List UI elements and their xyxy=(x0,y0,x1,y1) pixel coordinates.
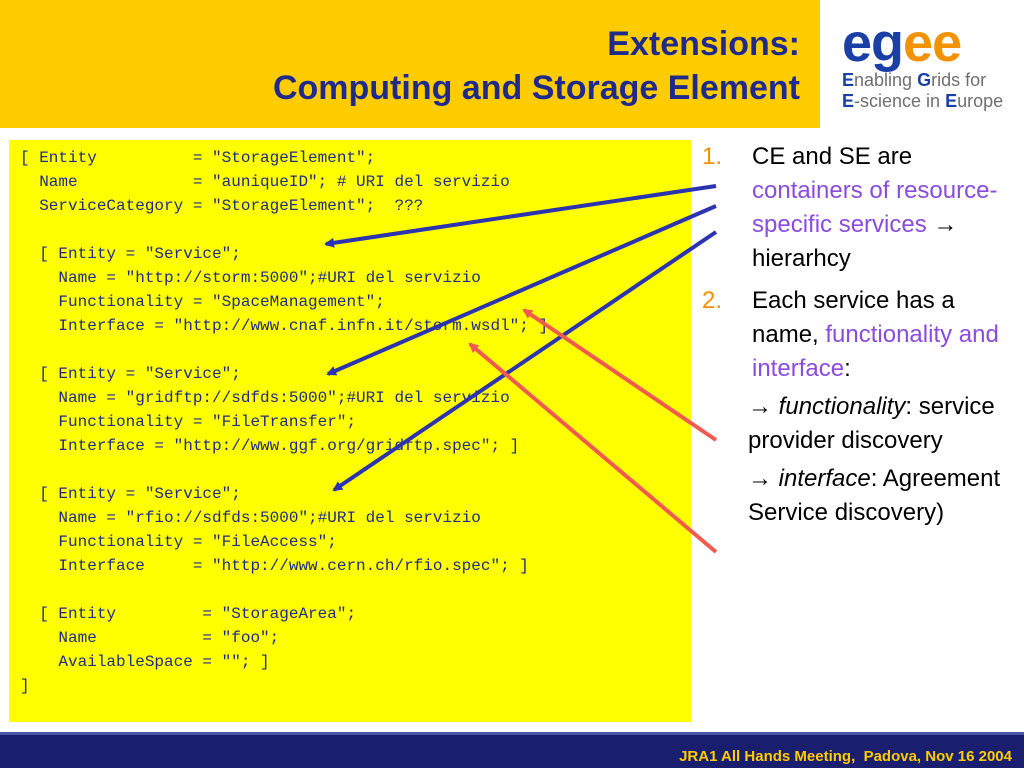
code-line xyxy=(20,218,548,242)
code-line: Interface = "http://www.ggf.org/gridftp.… xyxy=(20,437,520,455)
sub-bullet-text: : service provider discovery xyxy=(748,393,995,454)
tagline-segment: G xyxy=(917,70,932,90)
code-line: Functionality = "SpaceManagement"; xyxy=(20,293,385,311)
footer-text: JRA1 All Hands Meeting, Padova, Nov 16 2… xyxy=(679,748,1012,765)
code-line xyxy=(20,338,548,362)
bullet-list: 1. CE and SE are containers of resource-… xyxy=(700,140,1010,530)
code-line: [ Entity = "Service"; xyxy=(20,365,241,383)
bullet-highlight: containers of resource-specific services xyxy=(752,177,998,238)
code-line: Functionality = "FileTransfer"; xyxy=(20,413,357,431)
code-line: Name = "foo"; xyxy=(20,629,280,647)
footer-bar xyxy=(0,732,1024,768)
code-line: [ Entity = "StorageArea"; xyxy=(20,605,357,623)
tagline-segment: E xyxy=(842,91,855,111)
code-line xyxy=(20,458,548,482)
egee-logo-wordmark: egee xyxy=(842,13,962,73)
slide-title-line2: Computing and Storage Element xyxy=(272,69,800,107)
code-line: [ Entity = "Service"; xyxy=(20,485,241,503)
code-line: Name = "gridftp://sdfds:5000";#URI del s… xyxy=(20,389,510,407)
sub-bullet-term: interface xyxy=(778,465,871,492)
logo-tagline-line1: Enabling Grids for xyxy=(842,70,1003,91)
code-line xyxy=(20,578,548,602)
footer-divider xyxy=(0,732,1024,735)
code-line: AvailableSpace = ""; ] xyxy=(20,653,270,671)
tagline-segment: -science in xyxy=(854,91,946,111)
egee-logo: egee Enabling Grids for E-science in Eur… xyxy=(820,0,1024,128)
title-band: Extensions: Computing and Storage Elemen… xyxy=(0,0,820,128)
sub-bullet-interface: → interface: Agreement Service discovery… xyxy=(700,462,1010,530)
tagline-segment: urope xyxy=(957,91,1004,111)
tagline-segment: nabling xyxy=(854,70,918,90)
bullet-item-2: 2. Each service has a name, functionalit… xyxy=(700,284,1010,386)
sub-bullet-text: : Agreement Service discovery) xyxy=(748,465,1001,526)
tagline-segment: E xyxy=(945,91,958,111)
code-line: ] xyxy=(20,677,30,695)
bullet-text: Each service has a name, xyxy=(752,287,955,348)
logo-tagline-line2: E-science in Europe xyxy=(842,91,1003,112)
right-arrow-icon: → xyxy=(748,465,779,492)
logo-tagline: Enabling Grids for E-science in Europe xyxy=(842,70,1003,112)
code-line: Functionality = "FileAccess"; xyxy=(20,533,337,551)
right-arrow-icon: → xyxy=(926,211,958,238)
tagline-segment: rids for xyxy=(931,70,987,90)
code-line: [ Entity = "StorageElement"; xyxy=(20,149,376,167)
bullet-number: 1. xyxy=(702,143,723,170)
tagline-segment: E xyxy=(842,70,855,90)
code-line: ServiceCategory = "StorageElement"; ??? xyxy=(20,197,424,215)
code-line: Name = "auniqueID"; # URI del servizio xyxy=(20,173,510,191)
bullet-highlight: functionality and interface xyxy=(752,321,999,382)
code-listing: [ Entity = "StorageElement"; Name = "aun… xyxy=(20,146,548,698)
code-line: Interface = "http://www.cern.ch/rfio.spe… xyxy=(20,557,529,575)
code-line: [ Entity = "Service"; xyxy=(20,245,241,263)
slide-title-line1: Extensions: xyxy=(607,25,800,63)
code-line: Name = "rfio://sdfds:5000";#URI del serv… xyxy=(20,509,481,527)
logo-word-part2: ee xyxy=(903,13,962,73)
bullet-text: : xyxy=(844,355,851,382)
sub-bullet-term: functionality xyxy=(778,393,906,420)
code-line: Name = "http://storm:5000";#URI del serv… xyxy=(20,269,481,287)
bullet-text: hierarhcy xyxy=(752,245,851,272)
bullet-number: 2. xyxy=(702,287,723,314)
sub-bullet-functionality: → functionality: service provider discov… xyxy=(700,390,1010,458)
slide-title: Extensions: Computing and Storage Elemen… xyxy=(273,22,800,110)
code-line: Interface = "http://www.cnaf.infn.it/sto… xyxy=(20,317,549,335)
bullet-text: CE and SE are xyxy=(752,143,913,170)
logo-word-part1: eg xyxy=(842,13,904,73)
bullet-item-1: 1. CE and SE are containers of resource-… xyxy=(700,140,1010,276)
right-arrow-icon: → xyxy=(748,393,779,420)
